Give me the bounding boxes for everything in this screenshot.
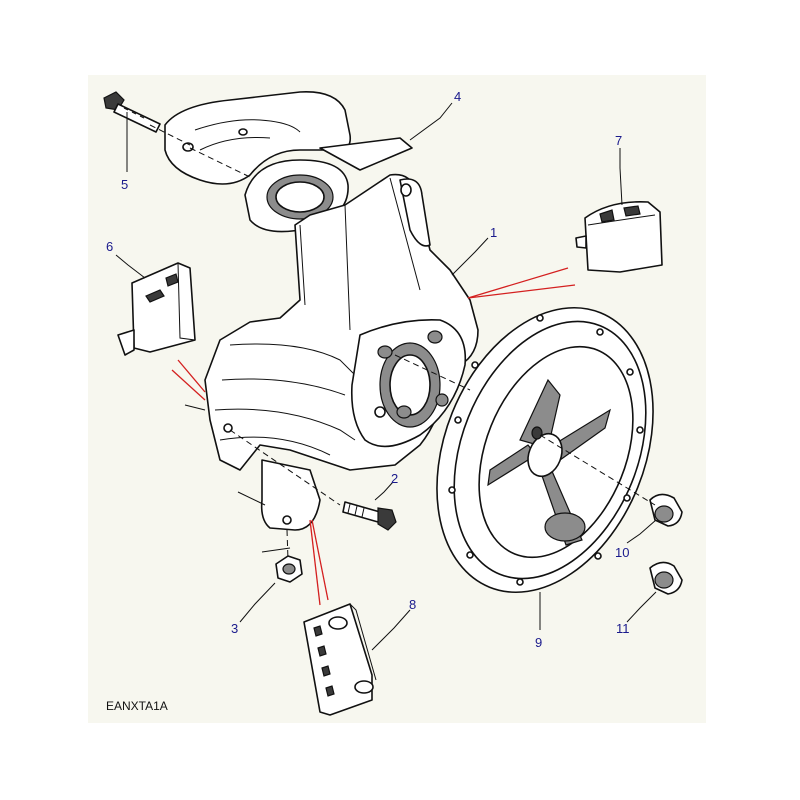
part-9-wheel[interactable] <box>397 275 693 624</box>
callout-1: 1 <box>490 225 497 240</box>
part-11-wheel-nut[interactable] <box>649 561 683 595</box>
explode-lines <box>149 124 656 606</box>
part-1-main-housing[interactable] <box>204 173 479 531</box>
reference-code: EANXTA1A <box>106 699 168 713</box>
callout-10: 10 <box>615 545 629 560</box>
callout-6: 6 <box>106 239 113 254</box>
callout-11: 11 <box>616 621 630 636</box>
part-2-bolt[interactable] <box>342 501 397 531</box>
leader-lines <box>115 102 657 651</box>
part-7-rubber-pad[interactable] <box>575 201 663 273</box>
part-10-wheel-nut[interactable] <box>649 493 683 527</box>
part-5-bolt[interactable] <box>103 91 161 133</box>
callout-5: 5 <box>121 177 128 192</box>
part-3-nut[interactable] <box>275 555 303 583</box>
part-6-rubber-pad[interactable] <box>117 262 196 356</box>
callout-4: 4 <box>454 89 461 104</box>
callout-9: 9 <box>535 635 542 650</box>
callout-3: 3 <box>231 621 238 636</box>
callout-7: 7 <box>615 133 622 148</box>
callout-2: 2 <box>391 471 398 486</box>
callout-8: 8 <box>409 597 416 612</box>
part-8-clamp-plate[interactable] <box>303 603 377 716</box>
